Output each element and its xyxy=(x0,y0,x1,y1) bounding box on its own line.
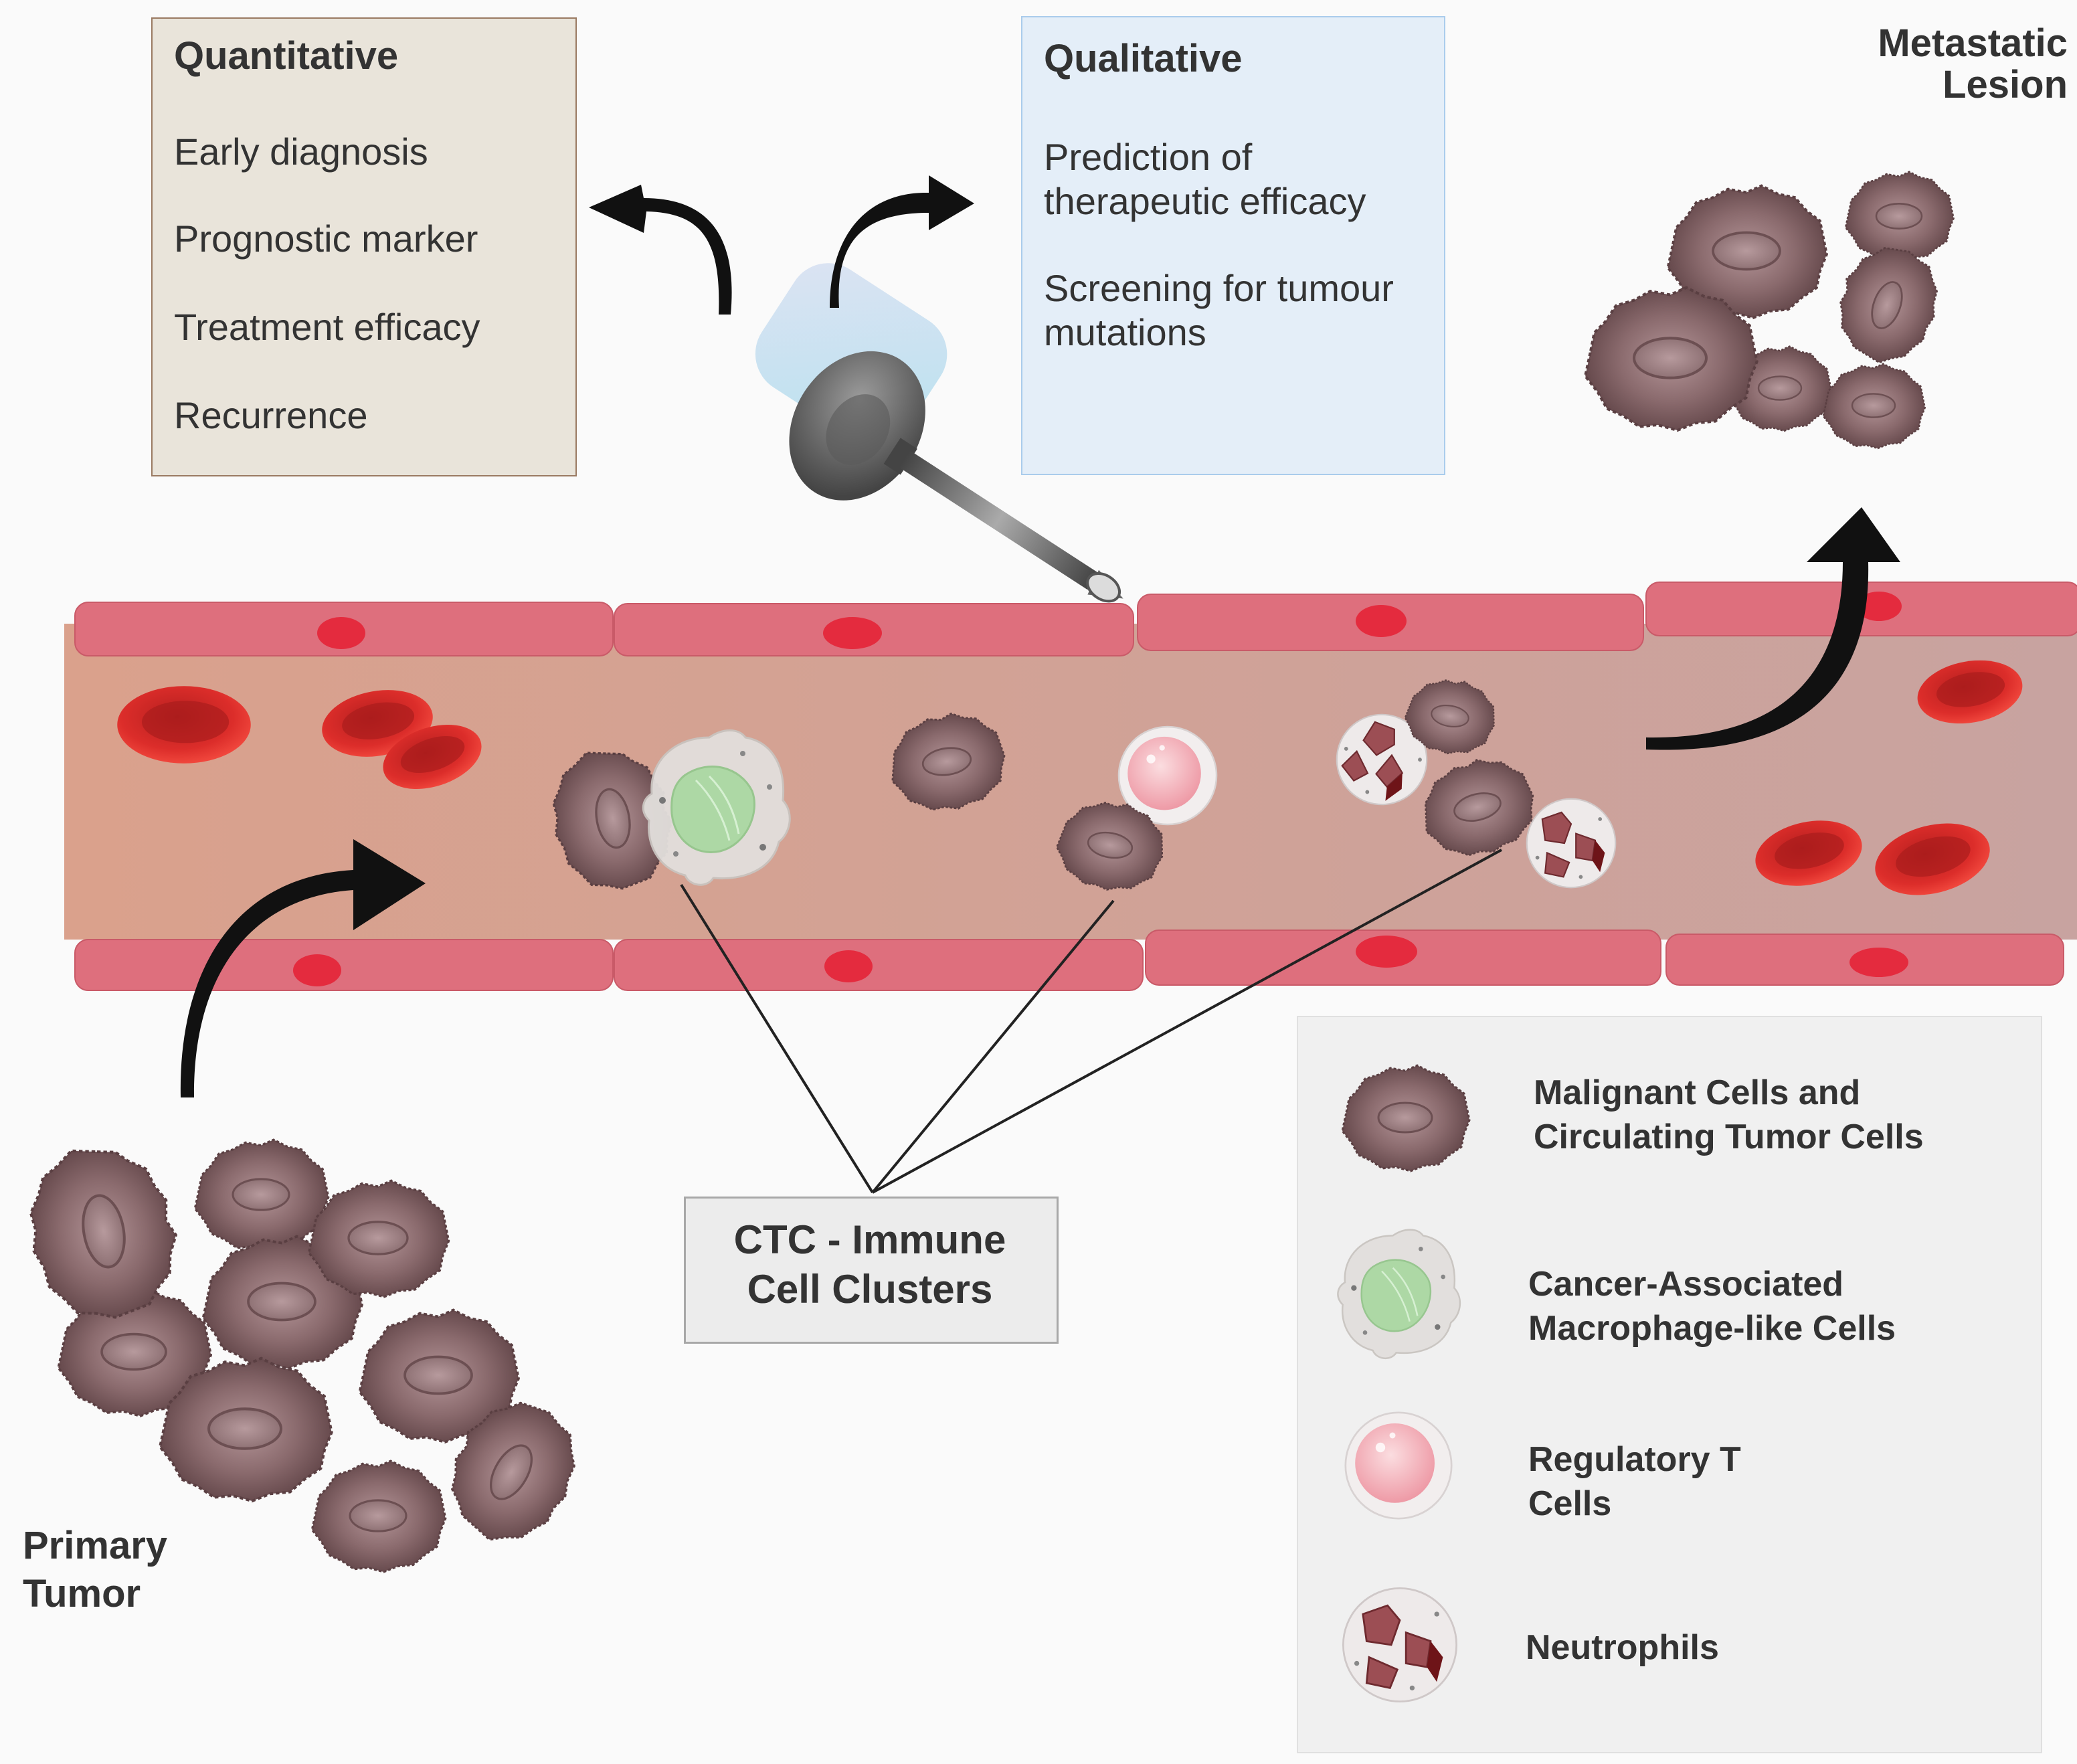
tumor-cell xyxy=(312,1461,446,1572)
ctc-label: CTC - Immune Cell Clusters xyxy=(733,1217,1006,1312)
flow-arrows xyxy=(180,175,1900,1097)
endothelial-nucleus xyxy=(1356,936,1417,968)
quantitative-title: Quantitative xyxy=(174,34,399,78)
qualitative-item: Screening for tumour mutations xyxy=(1044,267,1394,353)
blood-vessel xyxy=(64,582,2077,991)
quantitative-item: Prognostic marker xyxy=(174,217,478,260)
quantitative-item: Early diagnosis xyxy=(174,130,428,173)
red-blood-cell xyxy=(117,686,251,764)
endothelial-nucleus xyxy=(1849,948,1908,977)
arrow-tumor-to-vessel xyxy=(180,839,426,1097)
metastatic-lesion-cells xyxy=(1585,171,1955,450)
endothelial-nucleus xyxy=(823,617,882,649)
malignant-cell-icon xyxy=(1341,1064,1471,1172)
tumor-cell xyxy=(195,1140,329,1251)
tumor-cell xyxy=(1585,288,1757,430)
legend-label: Regulatory T Cells xyxy=(1528,1440,1741,1523)
qualitative-title: Qualitative xyxy=(1044,37,1243,80)
arrow-to-qualitative xyxy=(830,175,974,308)
primary-tumor-label: Primary Tumor xyxy=(23,1524,168,1615)
quantitative-item: Recurrence xyxy=(174,394,368,436)
tumor-cell xyxy=(1822,363,1926,450)
arrow-to-metastasis xyxy=(1646,507,1900,750)
arrow-to-quantitative xyxy=(589,185,732,315)
endothelial-nucleus xyxy=(317,617,365,649)
cluster-connector-lines xyxy=(680,849,1502,1194)
qualitative-item: Prediction of therapeutic efficacy xyxy=(1044,136,1366,222)
metastatic-lesion-label: Metastatic Lesion xyxy=(1878,21,2068,106)
vessel-wall-bottom xyxy=(74,939,614,991)
endothelial-nucleus xyxy=(1356,605,1407,637)
quantitative-item: Treatment efficacy xyxy=(174,306,480,348)
needle-hub xyxy=(883,438,917,475)
quantitative-box xyxy=(151,17,577,476)
tumor-cell xyxy=(309,1180,449,1297)
legend-label: Malignant Cells and Circulating Tumor Ce… xyxy=(1534,1073,1924,1156)
macrophage-like-cell xyxy=(642,729,791,886)
legend-label: Cancer-Associated Macrophage-like Cells xyxy=(1528,1265,1896,1348)
legend-icons xyxy=(1336,1064,1471,1703)
neutrophil xyxy=(1526,798,1617,889)
endothelial-nucleus xyxy=(293,954,341,986)
qualitative-box xyxy=(1021,16,1445,475)
legend-label: Neutrophils xyxy=(1526,1628,1719,1667)
ctc-label-box xyxy=(684,1197,1059,1344)
vessel-wall-bottom xyxy=(614,939,1144,991)
blood-sample-tube xyxy=(755,263,1123,603)
macrophage-cell-icon xyxy=(1336,1229,1461,1360)
regulatory-t-cell-icon xyxy=(1344,1411,1453,1520)
endothelial-nucleus xyxy=(824,950,873,982)
tumor-cell xyxy=(1844,171,1955,263)
tumor-cell xyxy=(1822,234,1953,376)
needle xyxy=(899,450,1099,590)
neutrophil-icon xyxy=(1342,1587,1458,1703)
primary-tumor-cells xyxy=(18,1136,599,1572)
endothelial-nucleus xyxy=(1856,592,1902,621)
